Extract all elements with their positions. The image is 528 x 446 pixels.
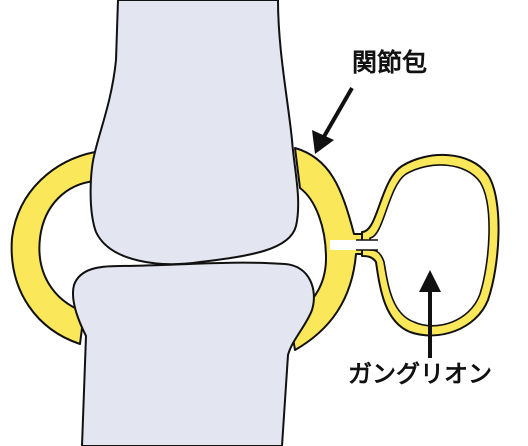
- capsule-arrow: [312, 88, 352, 154]
- ganglion-stalk: [330, 240, 376, 250]
- upper-bone: [91, 0, 299, 264]
- capsule-label: 関節包: [352, 50, 427, 75]
- lower-bone: [73, 263, 314, 446]
- ganglion-label: ガングリオン: [348, 362, 492, 386]
